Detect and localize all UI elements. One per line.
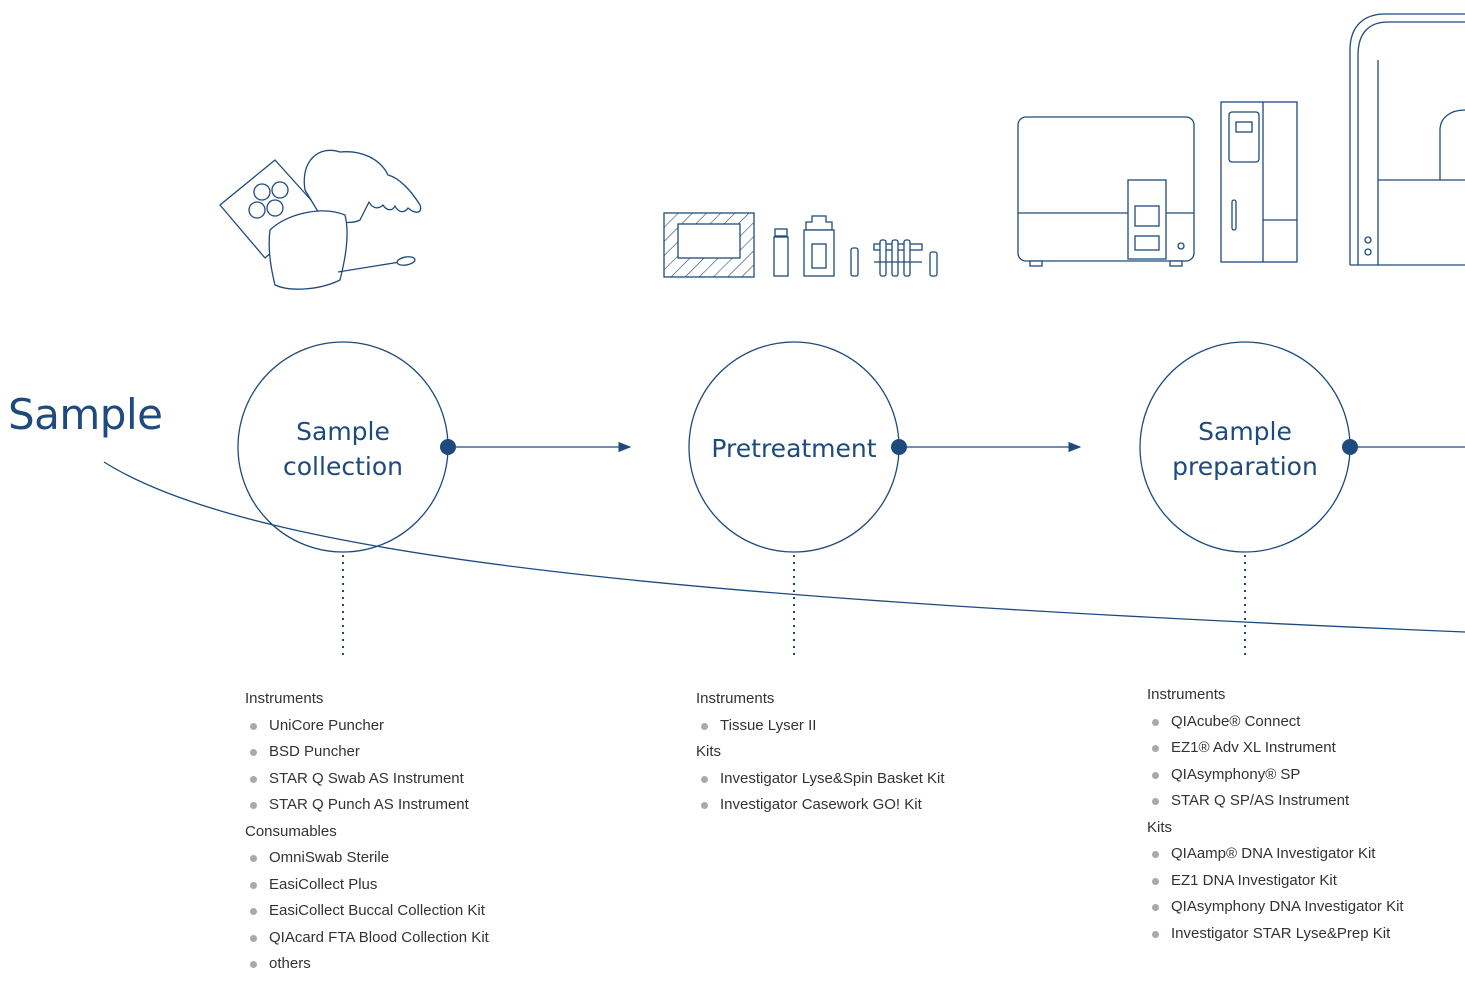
list-item: Investigator STAR Lyse&Prep Kit <box>1147 921 1404 948</box>
step-label-preparation-2: preparation <box>1172 452 1318 481</box>
connector-dot-2 <box>891 439 907 455</box>
collection-illustration <box>219 149 422 290</box>
list-item: QIAsymphony DNA Investigator Kit <box>1147 894 1404 921</box>
connector-dot-3 <box>1342 439 1358 455</box>
workflow-title: Sample <box>8 390 163 439</box>
step-label-collection-1: Sample <box>296 417 390 446</box>
list-item: QIAsymphony® SP <box>1147 762 1404 789</box>
list-item: Tissue Lyser II <box>696 713 945 740</box>
list-item: EasiCollect Plus <box>245 872 489 899</box>
list-item: QIAcard FTA Blood Collection Kit <box>245 925 489 952</box>
group-title: Kits <box>696 743 722 760</box>
step-circle-preparation <box>1139 341 1351 553</box>
sample-curve <box>103 461 1465 633</box>
list-item: QIAamp® DNA Investigator Kit <box>1147 841 1404 868</box>
item-list: Tissue Lyser II <box>696 713 945 740</box>
list-item: Investigator Casework GO! Kit <box>696 792 945 819</box>
step-label-collection-2: collection <box>283 452 403 481</box>
list-item: UniCore Puncher <box>245 713 489 740</box>
group-title: Instruments <box>696 690 775 707</box>
step-label-preparation-1: Sample <box>1198 417 1292 446</box>
list-item: EasiCollect Buccal Collection Kit <box>245 898 489 925</box>
list-item: STAR Q SP/AS Instrument <box>1147 788 1404 815</box>
list-item: EZ1® Adv XL Instrument <box>1147 735 1404 762</box>
list-item: EZ1 DNA Investigator Kit <box>1147 868 1404 895</box>
list-item: Investigator Lyse&Spin Basket Kit <box>696 766 945 793</box>
group-title: Instruments <box>1147 686 1226 703</box>
list-item: STAR Q Punch AS Instrument <box>245 792 489 819</box>
list-item: OmniSwab Sterile <box>245 845 489 872</box>
list-item: QIAcube® Connect <box>1147 709 1404 736</box>
group-title: Instruments <box>245 690 324 707</box>
group-title: Consumables <box>245 822 337 840</box>
pretreatment-illustration <box>663 212 938 278</box>
list-item: STAR Q Swab AS Instrument <box>245 766 489 793</box>
list-item: BSD Puncher <box>245 739 489 766</box>
group-title: Kits <box>1147 818 1173 836</box>
list-item: others <box>245 951 489 978</box>
preparation-illustration <box>1017 13 1465 267</box>
connector-dot-1 <box>440 439 456 455</box>
step-label-pretreatment: Pretreatment <box>711 434 876 463</box>
step-circle-collection <box>237 341 449 553</box>
